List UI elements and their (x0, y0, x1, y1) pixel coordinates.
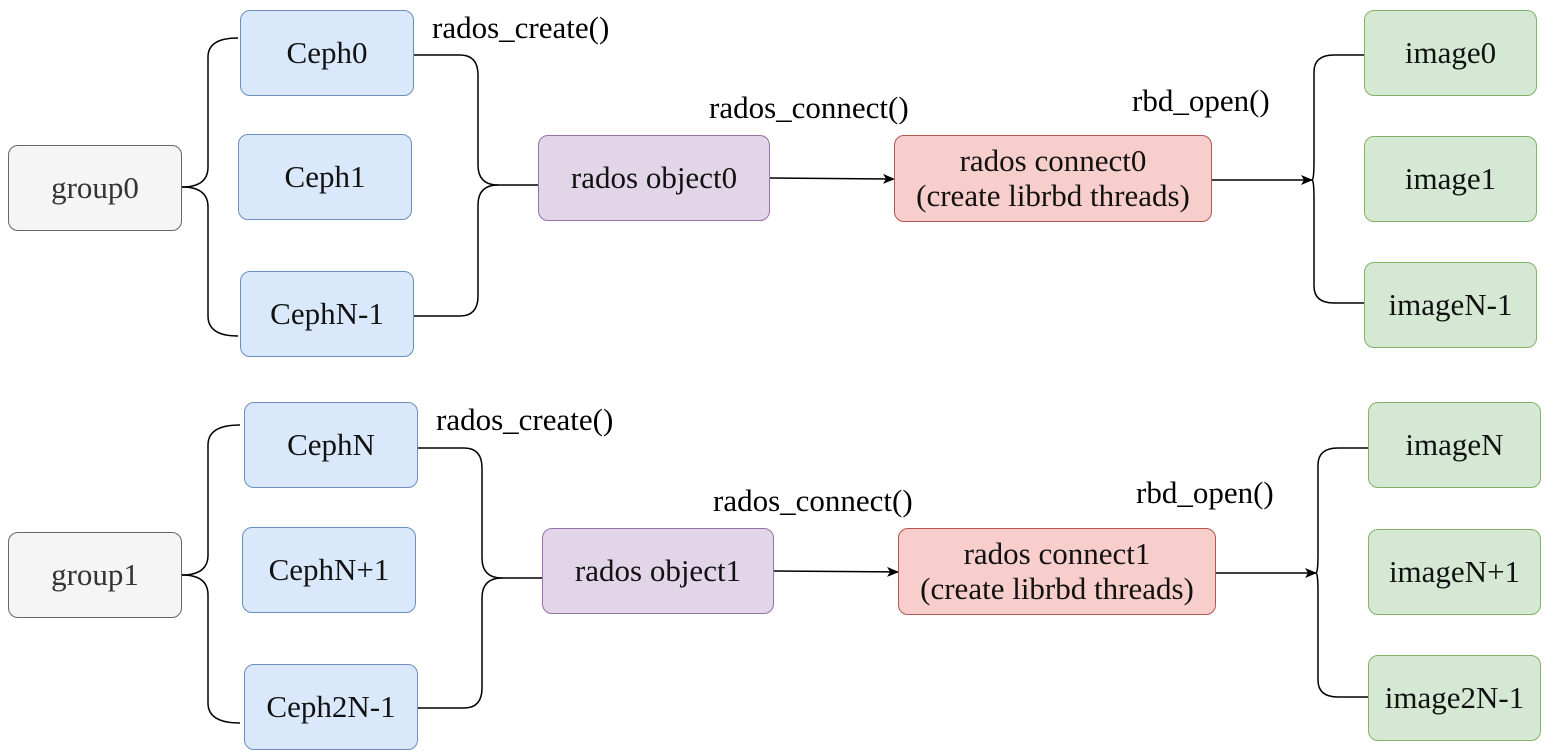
imagen-plus-1-node: imageN+1 (1368, 529, 1541, 615)
rados-connect-label-1: rados_connect() (713, 483, 913, 518)
rados-create-label-1: rados_create() (436, 402, 614, 437)
rados-connect-label-0: rados_connect() (709, 90, 909, 125)
rados-connect0-node: rados connect0 (create librbd threads) (894, 135, 1212, 222)
image2n-minus-1-node: image2N-1 (1368, 655, 1541, 741)
rados-connect1-node: rados connect1 (create librbd threads) (898, 528, 1216, 615)
rados-connect1-line1: rados connect1 (963, 536, 1151, 572)
brace-group0 (181, 37, 239, 188)
arrow-object0-connect0 (769, 173, 895, 184)
merge-group1-top (418, 447, 542, 579)
fork-group1-top (1315, 447, 1368, 574)
fork-group1-bottom (1315, 572, 1368, 698)
cephn-node: CephN (244, 402, 418, 488)
imagen-minus-1-node: imageN-1 (1364, 262, 1537, 348)
cephn-plus-1-node: CephN+1 (242, 527, 416, 613)
imagen-node: imageN (1368, 402, 1541, 488)
fork-group0-top (1311, 54, 1364, 181)
merge-group0-top (414, 54, 538, 186)
rados-create-label-0: rados_create() (432, 10, 610, 45)
brace-group1-mid (181, 574, 241, 724)
rbd-open-label-0: rbd_open() (1132, 83, 1270, 118)
fork-group0-bottom (1311, 179, 1364, 304)
rados-object1-node: rados object1 (542, 528, 774, 614)
group1-node: group1 (8, 532, 182, 618)
rbd-open-label-1: rbd_open() (1136, 475, 1274, 510)
arrow-object1-connect1 (773, 566, 899, 577)
rados-connect0-line1: rados connect0 (959, 143, 1147, 179)
ceph0-node: Ceph0 (240, 10, 414, 96)
merge-group0-bottom (414, 184, 499, 317)
rados-connect0-line2: (create librbd threads) (916, 177, 1190, 213)
ceph2n-minus-1-node: Ceph2N-1 (244, 664, 418, 750)
image1-node: image1 (1364, 136, 1537, 222)
cephn-minus-1-node: CephN-1 (240, 271, 414, 357)
rados-object0-node: rados object0 (538, 135, 770, 221)
merge-group1-bottom (418, 577, 503, 709)
brace-group1 (181, 424, 241, 576)
image0-node: image0 (1364, 10, 1537, 96)
group0-node: group0 (8, 145, 182, 231)
brace-group0-mid (181, 186, 239, 337)
ceph1-node: Ceph1 (238, 134, 412, 220)
rados-connect1-line2: (create librbd threads) (920, 570, 1194, 606)
